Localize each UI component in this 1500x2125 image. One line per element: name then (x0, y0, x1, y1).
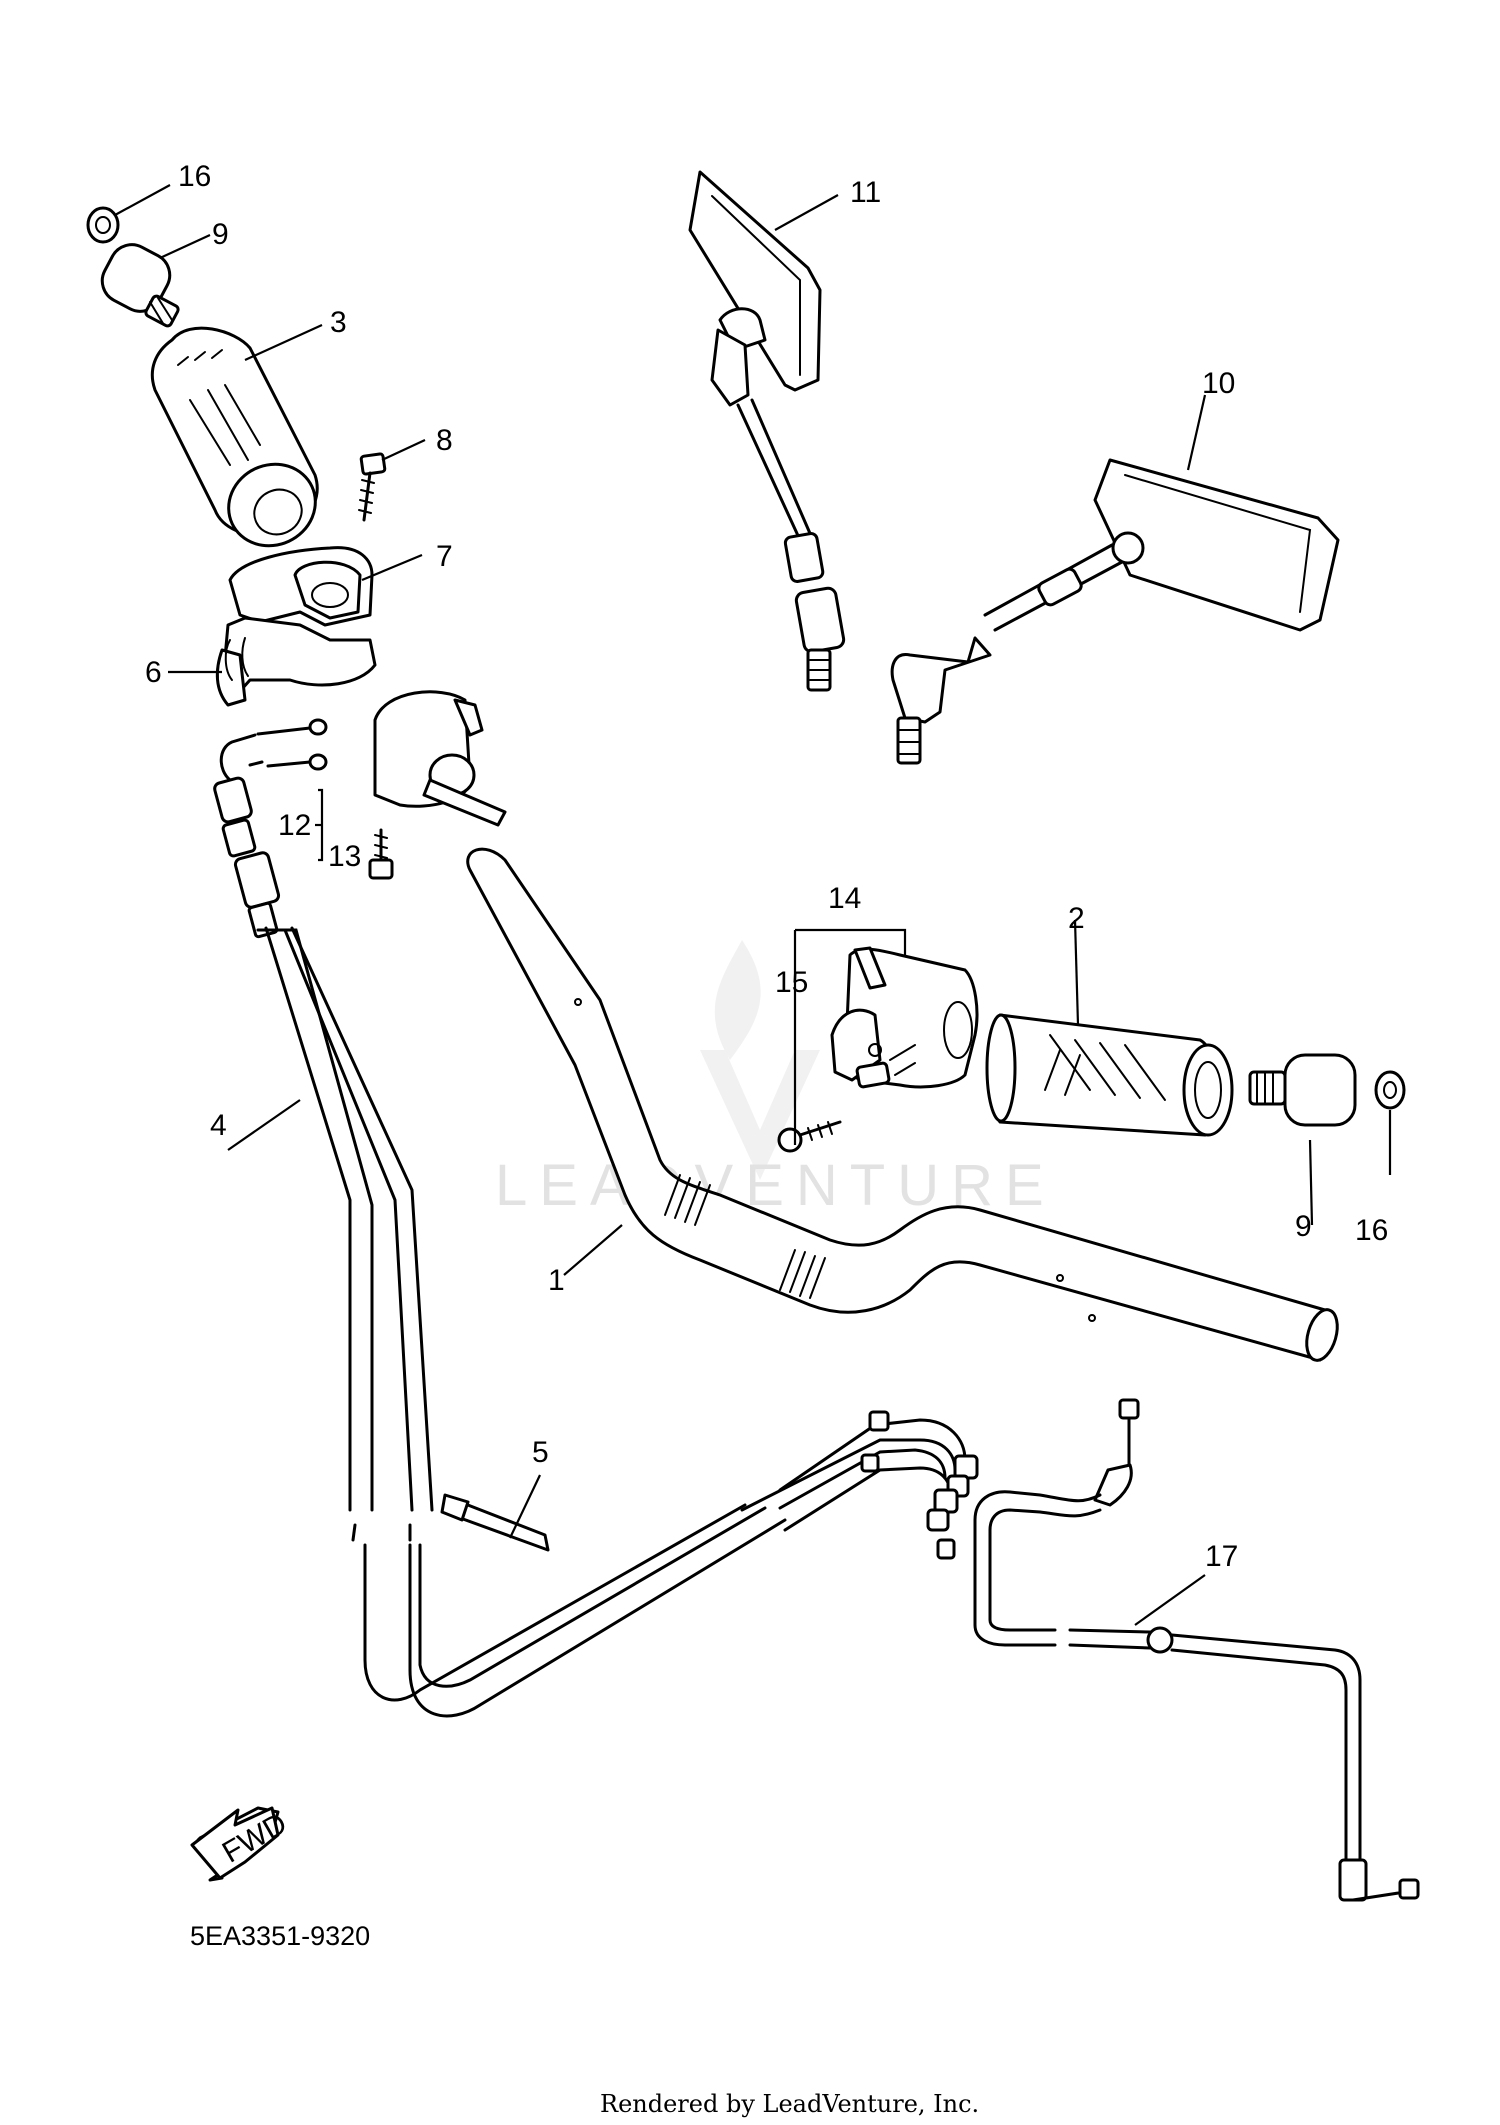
callout-16-right: 16 (1355, 1214, 1388, 1247)
part-13-screw (368, 828, 394, 880)
part-15-screw (777, 1120, 842, 1153)
leader-lines (114, 184, 1392, 1626)
callout-16-upper: 16 (178, 160, 211, 193)
part-4-throttle-cables (256, 926, 979, 1718)
callout-1: 1 (548, 1264, 565, 1297)
callout-9-right: 9 (1295, 1210, 1312, 1243)
part-12-starter-switch (373, 690, 507, 827)
callout-3: 3 (330, 306, 347, 339)
callout-6: 6 (145, 656, 162, 689)
part-1-handlebar (466, 847, 1339, 1362)
callout-14: 14 (828, 882, 861, 915)
callout-8: 8 (436, 424, 453, 457)
callout-2: 2 (1068, 902, 1085, 935)
part-9-bar-end-weight-right (1248, 1053, 1357, 1127)
part-8-screw (358, 452, 387, 522)
part-code: 5EA3351-9320 (190, 1921, 370, 1951)
callout-9-upper: 9 (212, 218, 229, 251)
part-16-end-cap-right (1374, 1070, 1406, 1110)
part-3-throttle-grip (150, 326, 319, 548)
part-6-throttle-housing-lower (215, 616, 377, 707)
callout-13: 13 (328, 840, 361, 873)
rendered-by-footer: Rendered by LeadVenture, Inc. (600, 2090, 979, 2118)
part-9-bar-end-weight-upper (100, 243, 180, 328)
throttle-cable-ends (213, 718, 328, 939)
part-10-right-mirror (890, 458, 1340, 765)
callout-12: 12 (278, 809, 311, 842)
callout-4: 4 (210, 1109, 227, 1142)
callout-17: 17 (1205, 1540, 1238, 1573)
callout-7: 7 (436, 540, 453, 573)
part-5-cable-tie (440, 1493, 550, 1552)
callout-15: 15 (775, 966, 808, 999)
part-17-choke-cable (973, 1398, 1420, 1902)
callout-5: 5 (532, 1436, 549, 1469)
callout-10: 10 (1202, 367, 1235, 400)
fwd-arrow-icon: FWD (190, 1806, 293, 1882)
part-11-left-mirror (688, 170, 846, 692)
callout-numbers: 16 9 3 8 7 6 11 10 12 13 14 15 2 9 16 4 … (145, 160, 1388, 1573)
watermark-logo-icon (700, 940, 820, 1180)
part-7-throttle-housing (228, 546, 374, 627)
part-2-right-grip (985, 1013, 1234, 1137)
callout-11: 11 (850, 176, 881, 209)
part-16-end-cap-upper (86, 206, 120, 244)
part-14-switch-housing (830, 946, 979, 1089)
